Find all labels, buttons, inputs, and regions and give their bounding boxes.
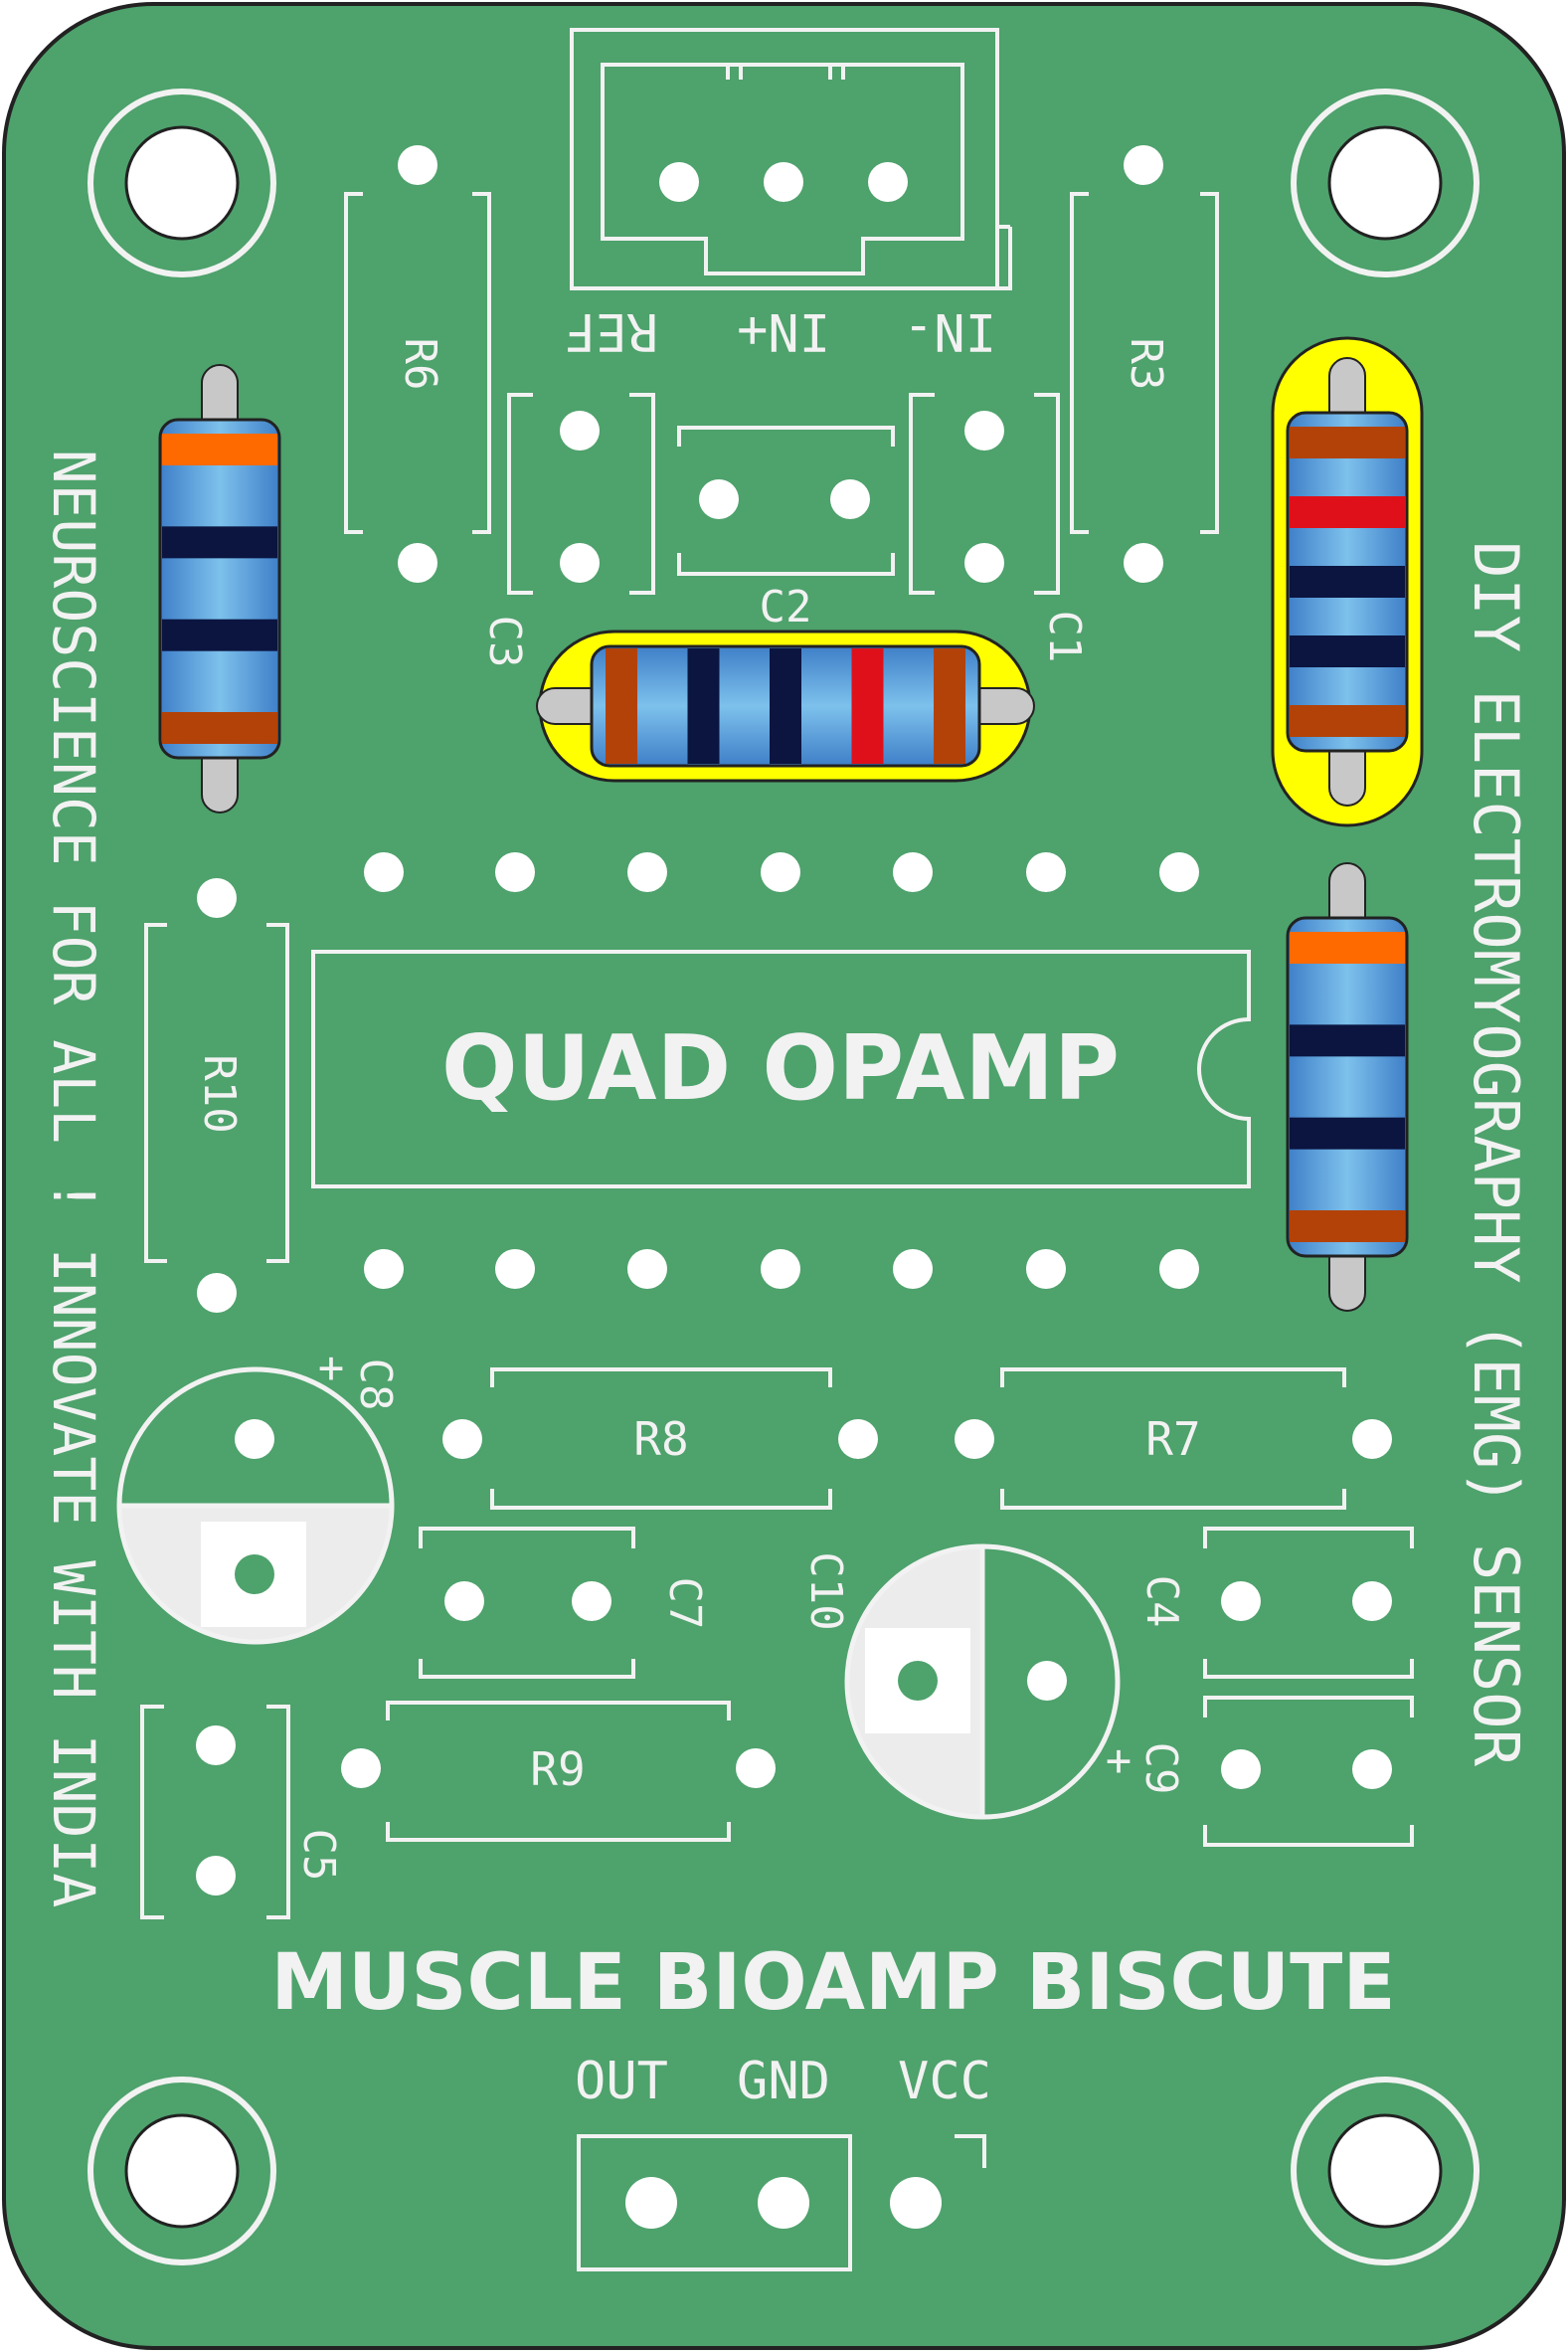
left-vertical-resistor [158, 364, 281, 814]
label-c8: C8 [350, 1358, 401, 1411]
ic-label: QUAD OPAMP [441, 1016, 1120, 1121]
mounting-hole-top-left [87, 89, 276, 277]
label-c9-plus: + [1106, 1735, 1132, 1786]
label-r9: R9 [530, 1742, 585, 1796]
label-c2: C2 [760, 582, 812, 633]
resistor-band [1290, 566, 1405, 598]
resistor-band [1290, 427, 1405, 458]
output-pin-gnd: GND [737, 2052, 830, 2111]
label-c1: C1 [1039, 611, 1090, 663]
input-pin-in-minus: IN- [903, 301, 996, 361]
resistor-band [1290, 932, 1405, 964]
center-horizontal-resistor [536, 644, 1035, 768]
label-r6: R6 [395, 338, 445, 391]
resistor-band [770, 648, 801, 764]
resistor-band [851, 648, 884, 764]
label-c4: C4 [1136, 1575, 1187, 1628]
resistor-band [1290, 1210, 1405, 1242]
board-title: MUSCLE BIOAMP BISCUTE [270, 1938, 1395, 2028]
resistor-band [162, 712, 277, 744]
resistor-band [162, 619, 277, 651]
label-r3: R3 [1121, 338, 1171, 391]
mounting-hole-bottom-left [87, 2077, 276, 2265]
mounting-hole-top-right [1291, 89, 1480, 277]
resistor-band [1290, 635, 1405, 667]
right-middle-resistor [1286, 862, 1409, 1312]
label-c10: C10 [800, 1551, 851, 1630]
resistor-body [158, 418, 281, 760]
solder-pads [196, 145, 1392, 2229]
input-pin-ref: REF [565, 301, 658, 361]
right-top-resistor [1286, 357, 1409, 807]
mounted-resistors [158, 357, 1409, 1312]
resistor-band [1290, 705, 1405, 737]
square-pads [201, 1522, 970, 1733]
ic-outline-label: QUAD OPAMP [441, 1016, 1120, 1121]
resistor-band [162, 526, 277, 559]
label-c8-plus: + [318, 1343, 345, 1393]
label-r10: R10 [194, 1054, 245, 1133]
mounting-hole-bottom-right [1291, 2077, 1480, 2265]
resistor-band [687, 648, 720, 764]
resistor-band [934, 648, 965, 764]
resistor-body [1286, 916, 1409, 1258]
output-pin-vcc: VCC [898, 2052, 991, 2111]
resistor-band [1290, 1024, 1405, 1057]
label-c3: C3 [479, 616, 530, 668]
output-pin-out: OUT [575, 2052, 668, 2111]
input-pin-in-plus: IN+ [737, 301, 830, 361]
silkscreen-outlines [140, 28, 1414, 2271]
label-r7: R7 [1145, 1412, 1200, 1466]
resistor-band [1290, 1117, 1405, 1150]
label-c7: C7 [659, 1577, 710, 1630]
resistor-band [162, 434, 277, 465]
resistor-band [606, 648, 637, 764]
side-text-right: DIY ELECTROMYOGRAPHY (EMG) SENSOR [1460, 541, 1532, 1766]
resistor-band [1290, 496, 1405, 528]
label-c9: C9 [1135, 1742, 1186, 1795]
side-text-left: NEUROSCIENCE FOR ALL ! INNOVATE WITH IND… [40, 450, 107, 1908]
label-r8: R8 [633, 1412, 688, 1466]
label-c5: C5 [293, 1829, 344, 1882]
